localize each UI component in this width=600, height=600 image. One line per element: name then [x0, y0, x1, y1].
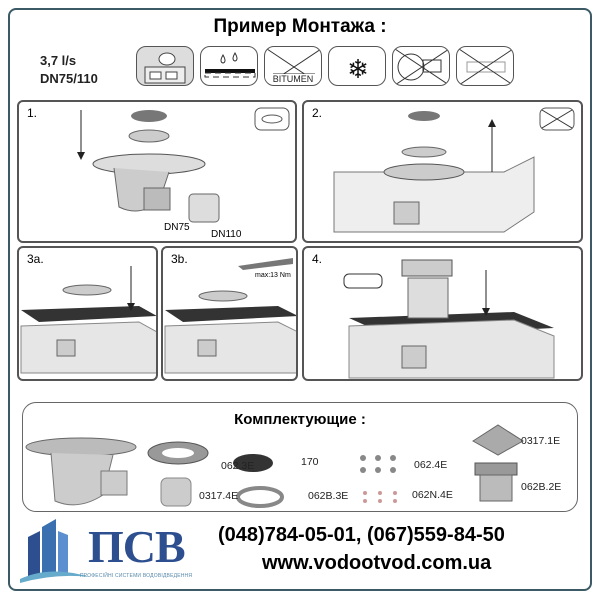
component-code: 170 [301, 456, 319, 468]
membrane-placement-drawing [20, 266, 156, 374]
usage-icons: BITUMEN ❄ [136, 46, 514, 86]
step-4-panel: 4. [302, 246, 583, 381]
frost-resistant-snowflake-icon: ❄ [328, 46, 386, 86]
step-label: 3b. [171, 252, 188, 266]
step-label: 3a. [27, 252, 44, 266]
extension-assembly-drawing [343, 259, 555, 379]
no-flange-icon [392, 46, 450, 86]
svg-text:❄: ❄ [347, 54, 369, 84]
clamp-tightening-drawing [164, 258, 296, 374]
callout-dn75: DN75 [164, 222, 190, 233]
step-label: 2. [312, 106, 323, 120]
waterproofing-drops-icon [200, 46, 258, 86]
page-title: Пример Монтажа : [213, 16, 387, 37]
logo-name: ПСВ [88, 521, 186, 572]
roof-building-icon [136, 46, 194, 86]
components-panel: Комплектующие : 062.3E 170 062.4E 0317.1… [22, 402, 578, 512]
drain-in-roof-drawing [333, 107, 575, 233]
step-3a-panel: 3a. [17, 246, 158, 381]
bitumen-label: BITUMEN [265, 74, 321, 84]
step-1-panel: 1. DN75 DN110 [17, 100, 297, 243]
callout-dn110: DN110 [211, 229, 242, 240]
no-sealant-icon [456, 46, 514, 86]
step-label: 4. [312, 252, 323, 266]
step-3b-panel: 3b. max:13 Nm [161, 246, 298, 381]
company-logo-graphic [20, 519, 90, 583]
step-label: 1. [27, 106, 38, 120]
component-code: 062B.3E [308, 490, 349, 502]
component-code: 0317.1E [521, 435, 561, 447]
component-code: 062.3E [221, 460, 255, 472]
logo-subtitle: ПРОФЕСІЙНІ СИСТЕМИ ВОДОВІДВЕДЕННЯ [80, 573, 193, 579]
components-drawings [25, 424, 524, 508]
no-bitumen-icon: BITUMEN [264, 46, 322, 86]
components-title: Комплектующие : [234, 411, 366, 428]
flow-rate: 3,7 l/s [40, 53, 77, 68]
torque-label: max:13 Nm [255, 272, 291, 279]
phone-numbers: (048)784-05-01, (067)559-84-50 [218, 524, 505, 546]
component-code: 062N.4E [412, 489, 453, 501]
component-code: 062.4E [414, 459, 448, 471]
spec-block: 3,7 l/s DN75/110 [40, 52, 98, 88]
diameter: DN75/110 [40, 71, 98, 86]
drain-exploded-drawing: DN75 DN110 [77, 107, 290, 240]
step-2-panel: 2. [302, 100, 583, 243]
component-code: 062B.2E [521, 481, 562, 493]
outer-frame [8, 8, 592, 591]
website-link[interactable]: www.vodootvod.com.ua [262, 552, 492, 574]
component-code: 0317.4E [199, 490, 239, 502]
